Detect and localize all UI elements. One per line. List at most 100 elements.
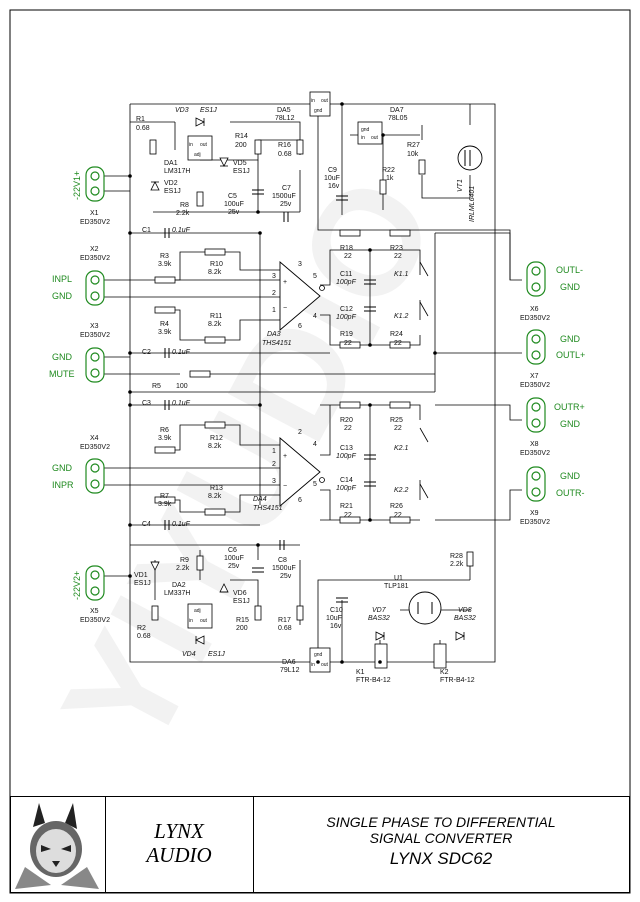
svg-text:10uF: 10uF — [324, 175, 340, 182]
svg-text:1k: 1k — [386, 175, 394, 182]
svg-text:R27: R27 — [407, 142, 420, 149]
svg-text:VD5: VD5 — [233, 160, 247, 167]
svg-text:3.9k: 3.9k — [158, 501, 172, 508]
svg-text:25v: 25v — [280, 201, 292, 208]
svg-text:8.2k: 8.2k — [208, 269, 222, 276]
junction-dots — [128, 102, 437, 664]
svg-text:FTR-B4-12: FTR-B4-12 — [356, 677, 391, 684]
svg-text:3.9k: 3.9k — [158, 435, 172, 442]
x3-type: ED350V2 — [80, 332, 110, 339]
opamp-da4: + − — [279, 437, 325, 507]
svg-text:10uF: 10uF — [326, 615, 342, 622]
x8-type: ED350V2 — [520, 450, 550, 457]
drawing-title: SINGLE PHASE TO DIFFERENTIAL SIGNAL CONV… — [253, 797, 629, 892]
svg-text:0.68: 0.68 — [137, 633, 151, 640]
x4-type: ED350V2 — [80, 444, 110, 451]
svg-text:R19: R19 — [340, 331, 353, 338]
svg-text:2.2k: 2.2k — [176, 210, 190, 217]
x7-ref: X7 — [530, 373, 539, 380]
x8-ref: X8 — [530, 441, 539, 448]
da1-out: out — [200, 142, 208, 148]
x1-ref: X1 — [90, 210, 99, 217]
x4-pin-inpr: INPR — [52, 480, 74, 490]
svg-text:8.2k: 8.2k — [208, 443, 222, 450]
svg-text:16v: 16v — [330, 623, 342, 630]
svg-text:ES1J: ES1J — [200, 107, 217, 114]
da5-in: in — [311, 98, 315, 104]
svg-text:R16: R16 — [278, 142, 291, 149]
svg-text:DA3: DA3 — [267, 331, 281, 338]
regulator-da2 — [187, 603, 213, 629]
svg-text:22: 22 — [344, 425, 352, 432]
svg-text:THS4151: THS4151 — [262, 340, 292, 347]
svg-text:R9: R9 — [180, 557, 189, 564]
lynx-logo-icon — [15, 803, 99, 889]
da7-gnd: gnd — [361, 127, 370, 133]
connector-x9[interactable] — [526, 466, 546, 502]
svg-text:U1: U1 — [394, 575, 403, 582]
connector-x8[interactable] — [526, 397, 546, 433]
svg-text:R10: R10 — [210, 261, 223, 268]
model-name: LYNX SDC62 — [389, 849, 493, 868]
svg-text:0.1uF: 0.1uF — [172, 521, 191, 528]
da2-adj: adj — [194, 608, 201, 614]
svg-text:VD2: VD2 — [164, 180, 178, 187]
connector-x2[interactable] — [85, 270, 105, 306]
svg-text:R14: R14 — [235, 133, 248, 140]
svg-text:100pF: 100pF — [336, 314, 357, 321]
svg-text:C11: C11 — [340, 271, 352, 278]
svg-text:DA6: DA6 — [282, 659, 296, 666]
resistor-bodies — [149, 139, 474, 621]
svg-text:VD1: VD1 — [134, 572, 148, 579]
x7-type: ED350V2 — [520, 382, 550, 389]
svg-text:C4: C4 — [142, 521, 151, 528]
company-name: LYNX AUDIO — [105, 797, 254, 892]
x2-pin-gnd: GND — [52, 291, 73, 301]
da4-pin-6: 6 — [298, 497, 302, 504]
da3-pin-6: 6 — [298, 323, 302, 330]
connector-x5[interactable] — [85, 565, 105, 601]
connector-x1[interactable] — [85, 166, 105, 202]
connector-x7[interactable] — [526, 329, 546, 365]
x8-pin-outr-plus: OUTR+ — [554, 402, 585, 412]
svg-text:BAS32: BAS32 — [368, 615, 390, 622]
svg-text:0.68: 0.68 — [278, 625, 292, 632]
svg-text:22: 22 — [344, 340, 352, 347]
connector-x4[interactable] — [85, 458, 105, 494]
svg-text:25v: 25v — [228, 209, 240, 216]
svg-text:10k: 10k — [407, 151, 419, 158]
svg-text:R3: R3 — [160, 253, 169, 260]
svg-text:0.68: 0.68 — [278, 151, 292, 158]
description-line1: SINGLE PHASE TO DIFFERENTIAL — [326, 814, 556, 830]
svg-text:R28: R28 — [450, 553, 463, 560]
sheet-border — [9, 9, 631, 894]
x3-pin-gnd: GND — [52, 352, 73, 362]
svg-text:R8: R8 — [180, 202, 189, 209]
svg-text:C6: C6 — [228, 547, 237, 554]
svg-text:R6: R6 — [160, 427, 169, 434]
svg-text:ES1J: ES1J — [134, 580, 151, 587]
svg-text:R15: R15 — [236, 617, 249, 624]
da3-pin-3b: 3 — [272, 273, 276, 280]
x6-type: ED350V2 — [520, 315, 550, 322]
svg-text:100uF: 100uF — [224, 201, 244, 208]
svg-text:79L12: 79L12 — [280, 667, 300, 674]
svg-text:100pF: 100pF — [336, 453, 357, 460]
x5-ref: X5 — [90, 608, 99, 615]
da4-pin-2b: 2 — [272, 461, 276, 468]
connector-x6[interactable] — [526, 261, 546, 297]
svg-text:R4: R4 — [160, 321, 169, 328]
capacitor-plates — [164, 189, 376, 603]
svg-text:IRLML6401: IRLML6401 — [469, 186, 476, 222]
da2-in: in — [189, 618, 193, 624]
x5-type: ED350V2 — [80, 617, 110, 624]
svg-text:DA2: DA2 — [172, 582, 186, 589]
svg-text:22: 22 — [394, 253, 402, 260]
svg-text:LM337H: LM337H — [164, 590, 190, 597]
connector-x3[interactable] — [85, 347, 105, 383]
x2-pin-inpl: INPL — [52, 274, 72, 284]
regulator-da7 — [357, 121, 383, 145]
da3-pin-3: 3 — [298, 261, 302, 268]
svg-text:R11: R11 — [210, 313, 222, 320]
da4-pin-2: 2 — [298, 429, 302, 436]
